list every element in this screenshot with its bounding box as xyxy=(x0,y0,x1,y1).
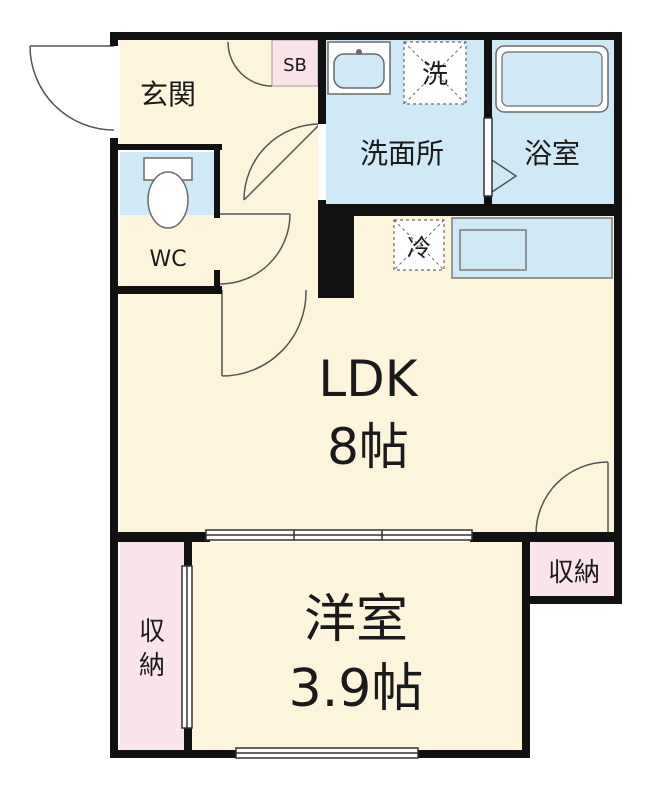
western-label: 洋室 xyxy=(304,590,408,650)
bath-door-swing xyxy=(491,159,518,193)
senmen-opening xyxy=(318,124,326,200)
wc-label: WC xyxy=(149,247,186,272)
wall-bottom-right-v xyxy=(522,538,530,758)
ldk-label: LDK xyxy=(318,350,418,408)
wall-left-upper xyxy=(110,32,118,46)
kitchen-sink xyxy=(459,229,527,271)
ldk-door-arc xyxy=(221,289,307,377)
wall-senmen-bottom xyxy=(318,204,622,216)
wall-genkan-bottom xyxy=(110,144,222,150)
bath-label: 浴室 xyxy=(524,137,580,170)
senmen-door-arc xyxy=(243,123,321,201)
western-size: 3.9帖 xyxy=(289,659,424,719)
closet-right-floor xyxy=(530,542,614,598)
wall-wc-right xyxy=(214,144,220,218)
wall-bath-left xyxy=(484,32,492,118)
wall-left-bottom xyxy=(110,540,118,758)
washbasin-drain xyxy=(356,49,362,55)
wall-top-left xyxy=(110,32,326,40)
fridge-space xyxy=(393,219,445,271)
wc-door-arc xyxy=(219,213,291,285)
wall-pillar xyxy=(318,206,354,298)
wall-bath-left-low xyxy=(484,196,492,210)
sb-floor xyxy=(271,39,319,87)
senmen-door-leaf xyxy=(243,123,321,201)
toilet-bowl xyxy=(147,171,189,229)
wall-ldk-bottom-left xyxy=(110,532,210,542)
washer-diag-2 xyxy=(403,41,467,105)
western-floor xyxy=(190,542,522,750)
wall-top-right xyxy=(318,32,622,40)
closet-left-label-top: 収 xyxy=(139,617,165,647)
fridge-label: 冷 xyxy=(407,234,431,262)
ldk-hall-floor xyxy=(218,150,320,290)
wall-bottom-right-h xyxy=(522,596,622,604)
wall-wc-bottom xyxy=(110,286,222,294)
genkan-label: 玄関 xyxy=(140,78,196,111)
washbasin-bowl xyxy=(333,53,385,89)
wall-right xyxy=(614,32,622,604)
sb-label: SB xyxy=(283,55,307,76)
wall-senmen-left xyxy=(318,32,326,124)
bath-window xyxy=(483,117,493,197)
closet-left-label-bottom: 納 xyxy=(139,651,165,681)
wall-ldk-bottom-mid xyxy=(470,532,622,542)
fixtures xyxy=(143,41,609,271)
floor-fills xyxy=(120,39,614,750)
entrance-door-arc xyxy=(29,45,115,131)
closet-right-label: 収納 xyxy=(548,558,600,588)
windows xyxy=(181,117,493,759)
washer-label: 洗 xyxy=(422,60,448,90)
hall-door-arc xyxy=(227,41,273,87)
closet-door-arc xyxy=(535,461,609,535)
senmen-label: 洗面所 xyxy=(360,137,444,170)
wall-left-top xyxy=(110,138,118,548)
bathtub-inner xyxy=(501,51,603,107)
labels: 玄関 SB 洗 洗面所 浴室 WC 冷 LDK 8帖 収納 洋室 3.9帖 収 … xyxy=(139,55,600,719)
doors xyxy=(29,41,609,538)
closet-left-floor xyxy=(120,542,184,750)
wall-wc-right-low xyxy=(214,270,220,294)
ldk-size: 8帖 xyxy=(327,418,409,476)
